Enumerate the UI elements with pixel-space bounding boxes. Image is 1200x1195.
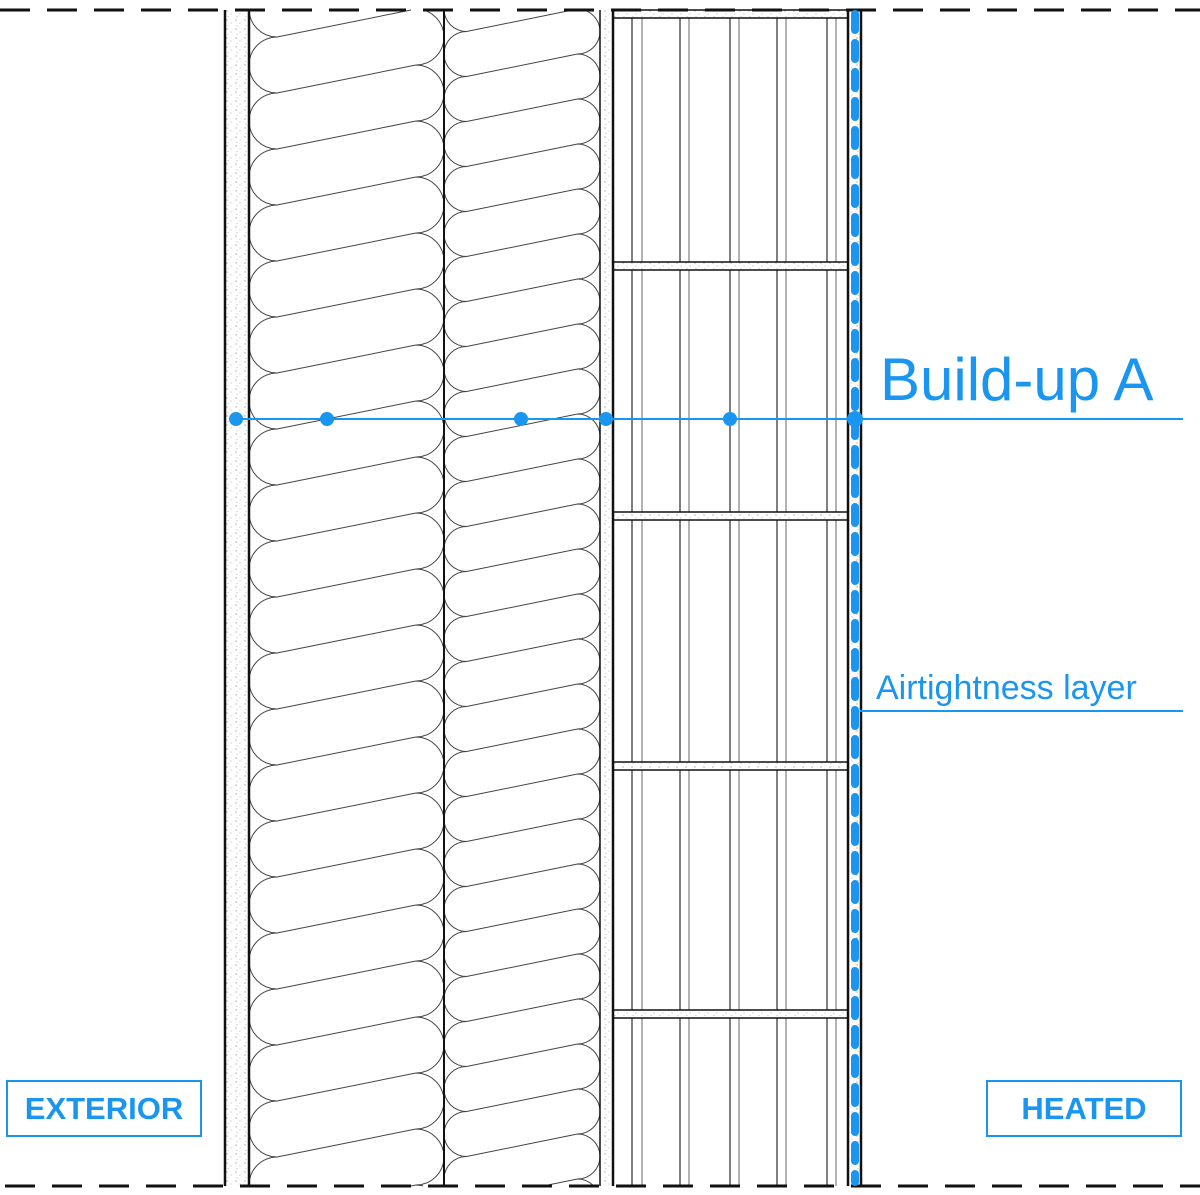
insulation-batt-inner <box>443 9 601 1187</box>
airtightness-layer-label: Airtightness layer <box>876 669 1137 707</box>
annotations <box>229 10 1183 1186</box>
buildup-point <box>229 412 243 426</box>
buildup-point <box>599 412 613 426</box>
buildup-point <box>847 411 863 427</box>
buildup-point <box>723 412 737 426</box>
buildup-a-label: Build-up A <box>880 346 1154 413</box>
buildup-point <box>320 412 334 426</box>
horizontal-batten <box>612 261 849 271</box>
insulation-batt-outer <box>248 9 445 1187</box>
wall-layers <box>0 8 1200 1188</box>
heated-label-box: HEATED <box>986 1080 1182 1137</box>
horizontal-batten <box>612 761 849 771</box>
exterior-label-box: EXTERIOR <box>6 1080 202 1137</box>
horizontal-batten <box>612 1009 849 1019</box>
horizontal-batten <box>612 511 849 521</box>
heated-label: HEATED <box>1021 1090 1147 1126</box>
render-layer <box>600 10 613 1186</box>
exterior-label: EXTERIOR <box>24 1090 184 1126</box>
buildup-point <box>514 412 528 426</box>
render-layer <box>225 10 249 1186</box>
